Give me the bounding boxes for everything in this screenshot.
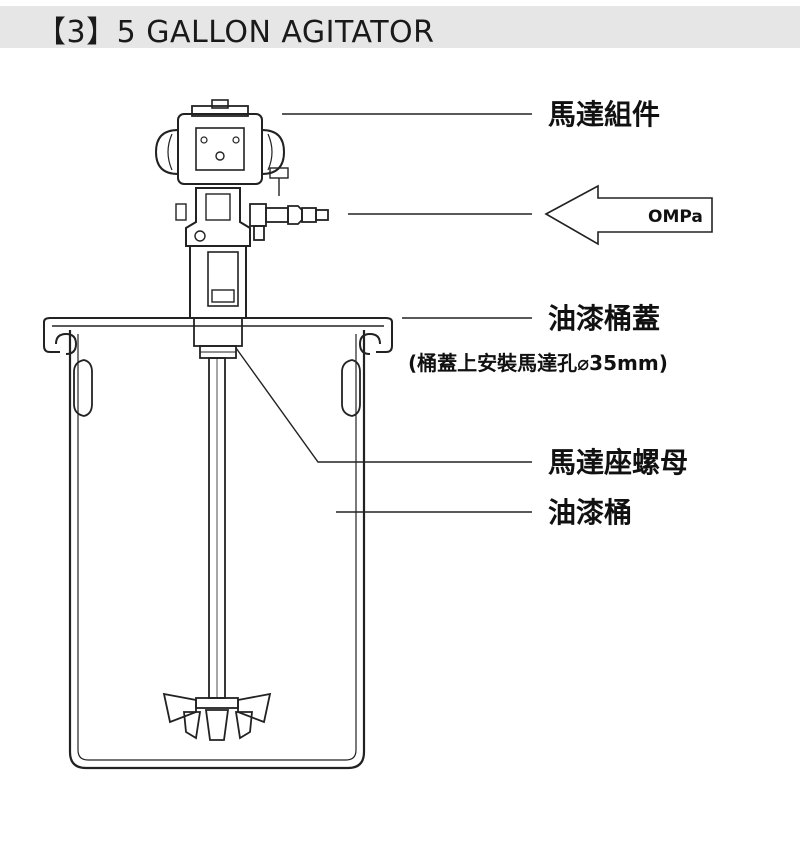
air-inlet-fitting: [249, 203, 329, 241]
right-cap: [261, 129, 286, 175]
impeller: [162, 692, 272, 741]
motor-body: [185, 187, 251, 247]
pressure-arrow: [544, 184, 713, 246]
page-title: 【3】5 GALLON AGITATOR: [36, 15, 435, 50]
leader-motor-nut: [235, 347, 532, 463]
bucket-lid: [43, 317, 393, 353]
header-bar: 【3】5 GALLON AGITATOR: [0, 6, 800, 50]
bucket-body: [68, 330, 366, 770]
right-handle: [341, 359, 361, 417]
motor-nut-label: 馬達座螺母: [548, 446, 688, 479]
pressure-label: OMPa: [648, 207, 703, 227]
motor-assembly-label: 馬達組件: [548, 98, 660, 131]
left-handle: [73, 359, 93, 417]
left-cap: [154, 129, 179, 175]
lid-note-label: (桶蓋上安裝馬達孔⌀35mm): [408, 351, 668, 375]
bucket-label: 油漆桶: [548, 496, 632, 529]
bucket-lid-label: 油漆桶蓋: [548, 302, 660, 335]
motor-nut: [193, 317, 243, 347]
motor-top: [177, 113, 263, 185]
